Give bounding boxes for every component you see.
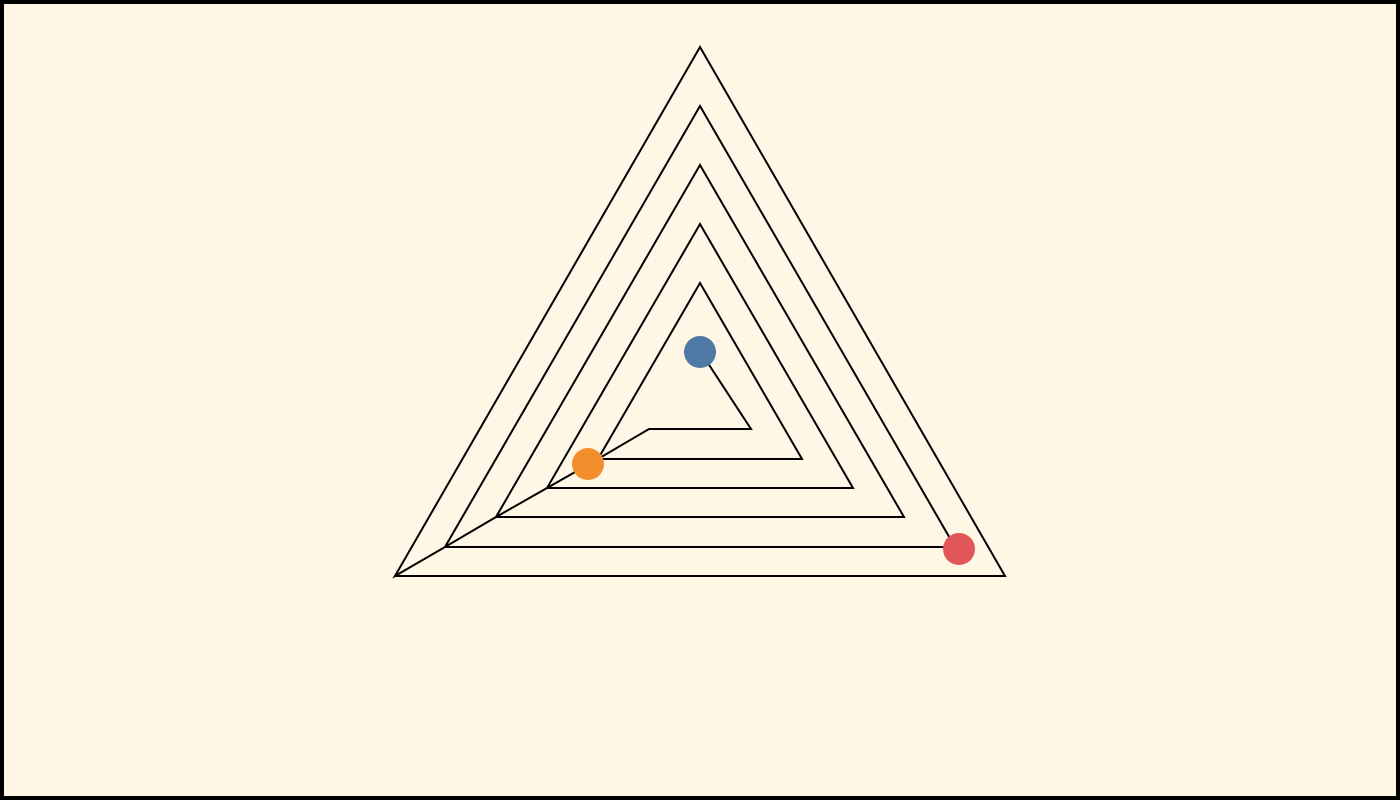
game-board[interactable] [4,4,1396,796]
triangular-spiral-path [392,44,1007,579]
board-background [4,4,1396,796]
blue-token[interactable] [684,336,716,368]
orange-token[interactable] [572,448,604,480]
red-token[interactable] [943,533,975,565]
